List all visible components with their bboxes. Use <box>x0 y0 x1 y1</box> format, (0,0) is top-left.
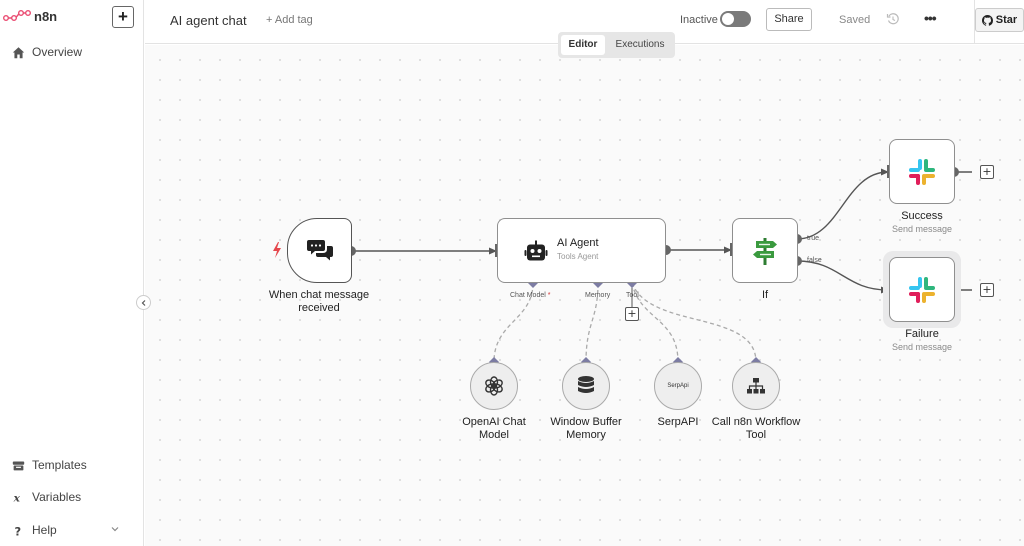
signpost-icon <box>753 237 777 265</box>
saved-status: Saved <box>839 14 871 26</box>
logo[interactable]: n8n <box>0 0 144 34</box>
sidebar: n8n + Overview Templates x Variables ? H… <box>0 0 144 546</box>
new-workflow-button[interactable]: + <box>112 6 134 28</box>
help-icon: ? <box>10 522 26 538</box>
variables-icon: x <box>10 489 26 505</box>
node-label: If <box>761 289 769 301</box>
github-star-button[interactable]: Star <box>975 8 1024 32</box>
node-title: AI Agent <box>557 237 599 249</box>
sidebar-item-templates[interactable]: Templates <box>10 455 87 475</box>
svg-text:?: ? <box>14 524 21 537</box>
github-icon <box>981 14 993 26</box>
serpapi-icon: SerpApi <box>667 383 689 389</box>
svg-text:x: x <box>12 492 20 503</box>
node-label: Success <box>901 210 943 222</box>
slack-icon <box>909 158 935 185</box>
node-label: OpenAI Chat Model <box>462 416 526 441</box>
required-mark: * <box>547 292 551 299</box>
node-success-slack[interactable] <box>889 139 955 204</box>
tab-executions[interactable]: Executions <box>615 39 665 50</box>
chevron-down-icon[interactable] <box>110 524 120 534</box>
active-toggle[interactable] <box>720 11 751 27</box>
node-window-buffer-memory[interactable] <box>562 362 610 410</box>
memory-port-label: Memory <box>585 292 611 299</box>
active-status-label: Inactive <box>680 14 718 26</box>
slack-icon <box>909 276 935 303</box>
node-openai-chat-model[interactable] <box>470 362 518 410</box>
node-subtitle: Send message <box>891 342 953 352</box>
more-options-icon[interactable]: ••• <box>924 10 937 26</box>
tab-editor[interactable]: Editor <box>561 35 605 55</box>
view-tabs: Editor Executions <box>558 32 675 58</box>
add-node-after-success-button[interactable]: + <box>980 165 994 179</box>
openai-icon <box>485 376 503 396</box>
database-icon <box>578 376 594 393</box>
robot-icon <box>524 240 548 261</box>
sidebar-item-overview[interactable]: Overview <box>10 42 82 62</box>
trigger-bolt-icon <box>273 242 281 258</box>
sitemap-icon <box>747 378 765 394</box>
n8n-logo-icon <box>3 10 31 21</box>
add-tag-link[interactable]: + Add tag <box>266 14 313 26</box>
star-label: Star <box>995 14 1018 26</box>
workflow-canvas[interactable] <box>145 45 1024 546</box>
collapse-sidebar-button[interactable] <box>136 295 151 310</box>
sidebar-item-label: Overview <box>32 45 83 59</box>
node-serpapi[interactable]: SerpApi <box>654 362 702 410</box>
sidebar-item-label: Variables <box>32 490 82 504</box>
node-subtitle: Tools Agent <box>557 252 599 261</box>
history-icon[interactable] <box>886 12 900 26</box>
node-label: Window Buffer Memory <box>550 416 622 441</box>
header-divider <box>974 0 975 44</box>
add-tool-button[interactable]: + <box>625 307 639 321</box>
node-chat-trigger[interactable] <box>287 218 352 283</box>
sidebar-item-help[interactable]: ? Help <box>10 520 57 540</box>
false-branch-label: false <box>807 257 822 264</box>
node-if[interactable] <box>732 218 798 283</box>
node-call-workflow-tool[interactable] <box>732 362 780 410</box>
chat-model-port-label: Chat Model * <box>510 292 551 299</box>
workflow-title[interactable]: AI agent chat <box>170 13 247 28</box>
node-label: Failure <box>905 328 939 340</box>
share-button[interactable]: Share <box>766 8 812 31</box>
add-node-after-failure-button[interactable]: + <box>980 283 994 297</box>
node-ai-agent[interactable] <box>497 218 666 283</box>
node-label: SerpAPI <box>657 416 699 428</box>
node-label: Call n8n Workflow Tool <box>711 416 801 441</box>
sidebar-item-variables[interactable]: x Variables <box>10 487 81 507</box>
home-icon <box>10 44 26 60</box>
toggle-knob <box>722 13 734 25</box>
templates-icon <box>10 457 26 473</box>
sidebar-item-label: Templates <box>32 458 87 472</box>
sidebar-item-label: Help <box>32 523 57 537</box>
app-name: n8n <box>34 9 58 24</box>
tool-port-label: Tool <box>626 292 639 299</box>
chevron-left-icon <box>141 299 145 306</box>
chat-bubbles-icon <box>306 239 333 260</box>
true-branch-label: true <box>807 235 820 242</box>
node-failure-slack[interactable] <box>889 257 955 322</box>
node-label: When chat message received <box>268 289 370 314</box>
node-subtitle: Send message <box>891 224 953 234</box>
